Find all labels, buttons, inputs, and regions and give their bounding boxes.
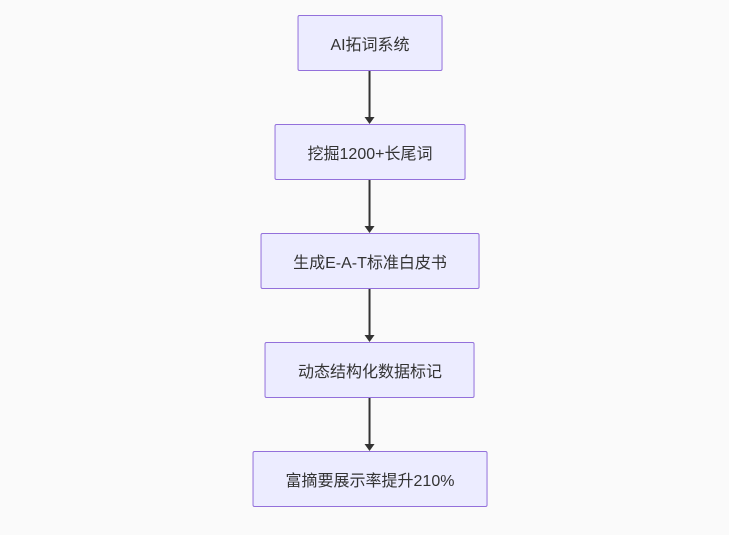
arrow-head-icon [365, 444, 375, 451]
flow-node-eat-whitepaper: 生成E-A-T标准白皮书 [260, 233, 480, 289]
arrow-head-icon [365, 335, 375, 342]
arrow-head-icon [365, 117, 375, 124]
flow-node-ai-keyword-system: AI拓词系统 [297, 15, 443, 71]
flow-arrow-4 [365, 398, 375, 451]
arrow-line [369, 289, 371, 336]
flow-arrow-2 [365, 180, 375, 233]
flow-node-rich-snippet-result: 富摘要展示率提升210% [252, 451, 488, 507]
flowchart-diagram: AI拓词系统 挖掘1200+长尾词 生成E-A-T标准白皮书 动态结构化数据标记… [252, 15, 488, 507]
flow-node-longtail-keywords: 挖掘1200+长尾词 [274, 124, 466, 180]
flow-arrow-3 [365, 289, 375, 342]
arrow-line [369, 180, 371, 227]
arrow-head-icon [365, 226, 375, 233]
arrow-line [369, 71, 371, 118]
flow-node-structured-data-markup: 动态结构化数据标记 [264, 342, 475, 398]
flow-arrow-1 [365, 71, 375, 124]
arrow-line [369, 398, 371, 445]
